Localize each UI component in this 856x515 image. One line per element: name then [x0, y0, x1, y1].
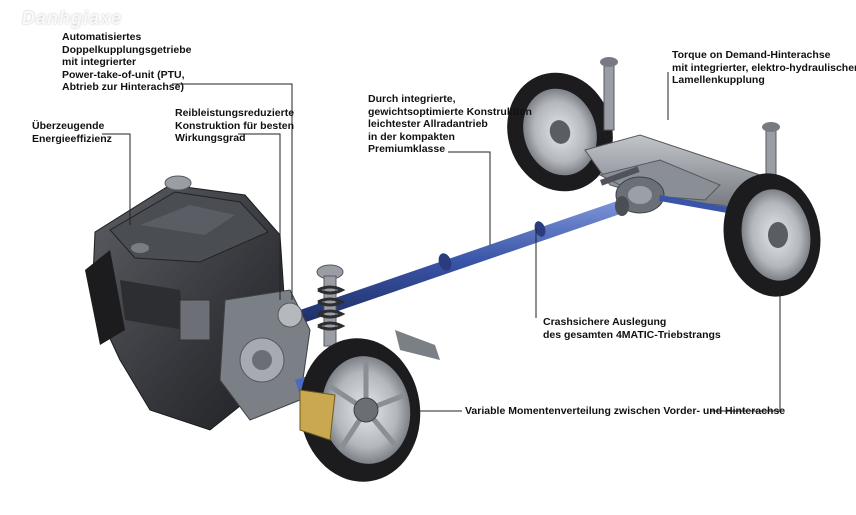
label-awd: Durch integrierte, gewichtsoptimierte Ko… [368, 93, 532, 155]
front-right-wheel [299, 330, 440, 482]
label-rear-axle: Torque on Demand-Hinterachse mit integri… [672, 49, 856, 86]
rear-right-wheel [723, 173, 821, 297]
label-gearbox: Automatisiertes Doppelkupplungsgetriebe … [62, 31, 192, 93]
rear-axle-assembly [507, 57, 821, 297]
gearbox-ptu [219, 289, 311, 421]
label-friction: Reibleistungsreduzierte Konstruktion für… [175, 107, 295, 144]
label-efficiency: Überzeugende Energieeffizienz [32, 120, 112, 145]
engine-block [85, 175, 286, 431]
watermark: Danhgiaxe [22, 8, 123, 28]
label-crash: Crashsichere Auslegung des gesamten 4MAT… [543, 316, 721, 341]
propeller-shaft [300, 196, 629, 322]
label-torque: Variable Momentenverteilung zwischen Vor… [465, 405, 786, 417]
rear-left-wheel [507, 72, 613, 192]
leader-lines [102, 72, 781, 412]
